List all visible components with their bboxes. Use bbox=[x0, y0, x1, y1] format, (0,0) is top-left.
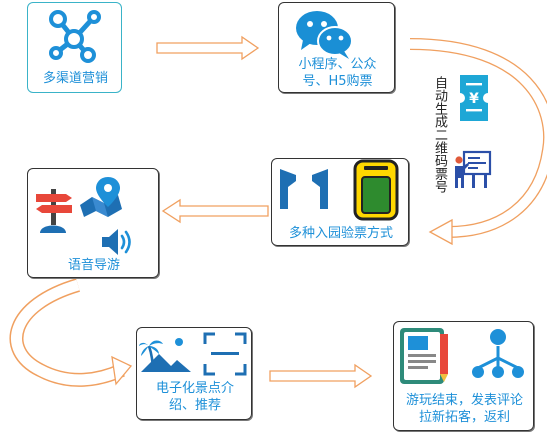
node-review-label: 游玩结束，发表评论 拉新拓客，返利 bbox=[394, 392, 535, 426]
arrow-intro-to-review bbox=[269, 363, 373, 389]
node-audio-guide-label: 语音导游 bbox=[67, 258, 120, 273]
palm-scenery-icon bbox=[139, 338, 191, 373]
referral-network-icon bbox=[472, 329, 524, 378]
node-marketing: 多渠道营销 bbox=[27, 2, 122, 93]
arrow-checkin-to-audioguide bbox=[161, 198, 269, 224]
svg-text:¥: ¥ bbox=[469, 91, 479, 107]
node-review-label-line2: 拉新拓客，返利 bbox=[418, 410, 510, 425]
qr-scan-icon bbox=[203, 332, 247, 376]
node-review: 游玩结束，发表评论 拉新拓客，返利 bbox=[393, 321, 534, 431]
node-checkin: 多种入园验票方式 bbox=[271, 158, 409, 246]
presenter-board-icon bbox=[455, 150, 492, 188]
id-card-reader-icon bbox=[353, 159, 399, 221]
turnstile-gate-icon bbox=[280, 169, 328, 209]
speaker-icon bbox=[102, 229, 131, 255]
news-article-icon bbox=[400, 328, 448, 384]
arrow-purchase-to-checkin bbox=[409, 38, 547, 246]
node-audio-guide: 语音导游 bbox=[27, 168, 159, 278]
node-purchase-label-line2: 号、H5购票 bbox=[302, 74, 373, 89]
node-intro-label-line2: 绍、推荐 bbox=[168, 398, 221, 413]
ticket-icon: ¥ bbox=[460, 75, 488, 121]
node-purchase-label-line1: 小程序、公众 bbox=[298, 57, 377, 72]
node-checkin-label: 多种入园验票方式 bbox=[288, 226, 393, 241]
node-intro: 电子化景点介 绍、推荐 bbox=[136, 327, 252, 420]
node-intro-label-line1: 电子化景点介 bbox=[155, 381, 234, 396]
arrow-marketing-to-purchase bbox=[156, 35, 260, 61]
node-review-label-line1: 游玩结束，发表评论 bbox=[405, 393, 523, 408]
share-network-icon bbox=[49, 10, 101, 63]
map-pin-icon bbox=[80, 177, 122, 217]
node-marketing-label: 多渠道营销 bbox=[42, 71, 108, 86]
auto-qr-ticket-label: 自动生成二维码票号 bbox=[432, 76, 447, 193]
arrow-audioguide-to-intro bbox=[9, 278, 133, 387]
node-intro-label: 电子化景点介 绍、推荐 bbox=[137, 380, 253, 414]
node-purchase: 小程序、公众 号、H5购票 bbox=[278, 2, 395, 93]
node-purchase-label: 小程序、公众 号、H5购票 bbox=[279, 56, 396, 90]
signpost-icon bbox=[36, 189, 72, 233]
wechat-icon bbox=[296, 11, 353, 59]
